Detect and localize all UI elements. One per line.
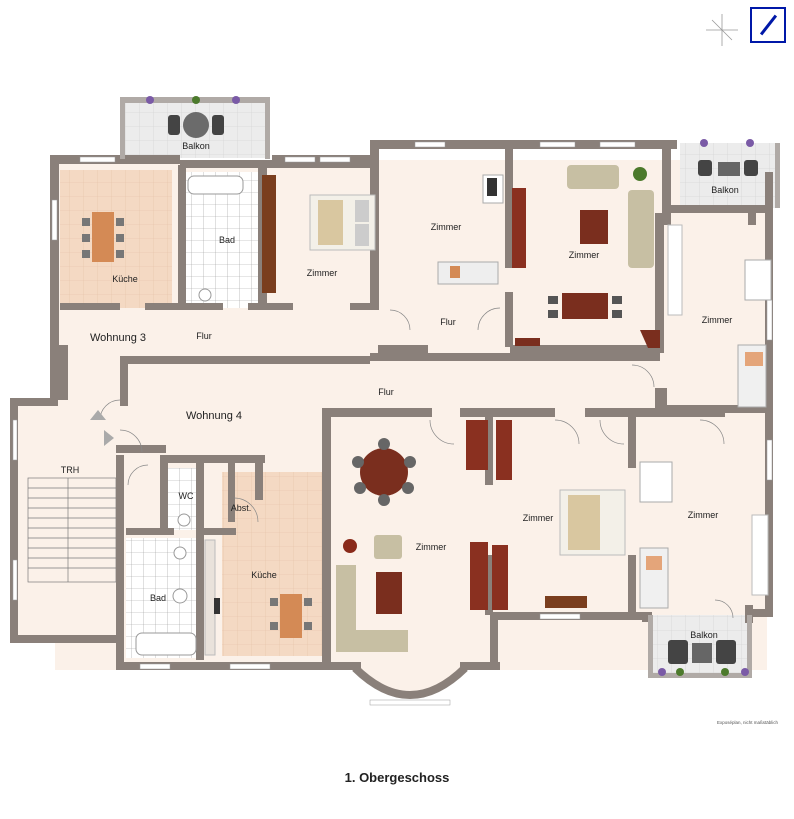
- label-kueche-bottom: Küche: [251, 570, 277, 580]
- bath-floor-top: [186, 172, 258, 308]
- floor-title: 1. Obergeschoss: [344, 770, 450, 785]
- label-abst: Abst.: [230, 503, 252, 513]
- coffee-table-top: [580, 210, 608, 244]
- label-balkon-bottom: Balkon: [690, 630, 718, 640]
- balcony-chair: [698, 160, 712, 176]
- sofa-bottom: [336, 565, 408, 652]
- label-flur-top-left: Flur: [196, 331, 212, 341]
- desk-bottom-right: [639, 461, 673, 503]
- label-flur-top-mid: Flur: [440, 317, 456, 327]
- label-bad-bottom: Bad: [149, 593, 167, 603]
- label-wc: WC: [178, 491, 194, 501]
- bay-window-floor: [358, 660, 462, 696]
- label-zimmer-2: Zimmer: [430, 222, 462, 232]
- walls: [10, 97, 780, 699]
- dining-table-top-left: [92, 212, 114, 262]
- label-balkon-top-left: Balkon: [182, 141, 210, 151]
- dining-table-bottom: [280, 594, 302, 638]
- label-zimmer-bottom-2: Zimmer: [522, 513, 554, 523]
- label-zimmer-bottom-1: Zimmer: [415, 542, 447, 552]
- sofa-side: [628, 190, 654, 268]
- label-kueche-top: Küche: [112, 274, 138, 284]
- label-flur-main: Flur: [378, 387, 394, 397]
- wardrobe-bottom-b: [470, 542, 488, 610]
- label-bad-top: Bad: [218, 235, 236, 245]
- round-table: [360, 448, 408, 496]
- bathtub-top: [187, 175, 244, 195]
- scale-note: Exposéplan, nicht maßstäblich: [717, 720, 779, 725]
- sofa-top: [567, 165, 619, 189]
- compass-rose-icon: [706, 14, 738, 46]
- sideboard-top: [512, 188, 526, 268]
- dining-table-top-right: [562, 293, 608, 319]
- label-wohnung-3: Wohnung 3: [89, 332, 147, 344]
- label-zimmer-3: Zimmer: [568, 250, 600, 260]
- coffee-table-bottom: [376, 572, 402, 614]
- bank-logo-icon: [750, 7, 786, 43]
- label-zimmer-right: Zimmer: [701, 315, 733, 325]
- label-zimmer-1: Zimmer: [306, 268, 338, 278]
- label-zimmer-bottom-3: Zimmer: [687, 510, 719, 520]
- bathtub-bottom: [135, 632, 197, 656]
- desk-zimmer-2: [437, 261, 499, 285]
- windows: [12, 141, 773, 706]
- balcony-chair-bottom: [668, 640, 688, 664]
- wardrobe-bottom-a: [466, 420, 488, 470]
- entrance-arrows: [90, 410, 114, 446]
- balcony-table: [183, 112, 209, 138]
- label-wohnung-4: Wohnung 4: [185, 410, 243, 422]
- label-balkon-top-right: Balkon: [711, 185, 739, 195]
- wardrobe-top: [262, 175, 276, 293]
- furniture: [82, 96, 772, 676]
- desk-right: [744, 259, 772, 301]
- label-trh: TRH: [60, 465, 80, 475]
